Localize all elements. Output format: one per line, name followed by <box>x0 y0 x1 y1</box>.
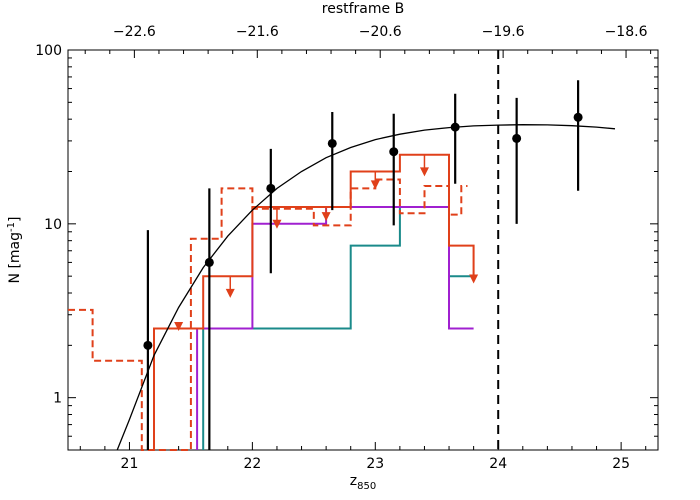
top-tick-label: −19.6 <box>482 24 525 40</box>
histograms <box>68 153 479 451</box>
upper-limit-arrow-head <box>370 180 380 190</box>
top-tick-label: −22.6 <box>113 24 156 40</box>
top-axis-title: restframe B <box>322 1 404 17</box>
upper-limit-arrow-head <box>321 212 331 222</box>
y-axis-title-end: ] <box>7 217 23 222</box>
x-axis-title: z850 <box>350 473 376 492</box>
fit-curve-group <box>116 124 616 451</box>
tick-labels: 21 22 23 24 25 −22.6 −21.6 −20.6 −19.6 −18.6 1 10 10… <box>35 24 647 472</box>
x-tick-label: 21 <box>121 456 139 472</box>
data-point <box>389 147 399 157</box>
upper-limit-arrow-head <box>272 219 282 229</box>
y-axis-title-sup: -1 <box>6 222 17 232</box>
x-tick-label: 23 <box>366 456 384 472</box>
upper-limit-arrow-head <box>225 288 235 298</box>
data-point <box>450 122 460 132</box>
data-point <box>143 340 153 350</box>
data-point <box>204 257 214 267</box>
y-tick-label: 100 <box>35 43 62 59</box>
upper-limit-arrow-head <box>469 274 479 284</box>
y-tick-label: 1 <box>53 391 62 407</box>
data-point <box>266 183 276 193</box>
x-axis-title-main: z <box>350 473 357 489</box>
upper-limit-arrow-head <box>419 167 429 177</box>
top-tick-label: −20.6 <box>359 24 402 40</box>
data-points <box>143 80 583 450</box>
x-tick-label: 24 <box>489 456 507 472</box>
axis-ticks <box>68 49 658 451</box>
x-axis-title-sub: 850 <box>357 481 376 492</box>
orange-solid-histogram <box>153 153 475 450</box>
fit-curve <box>116 124 616 451</box>
y-axis-title: N [mag-1] <box>6 217 23 284</box>
y-tick-label: 10 <box>44 217 62 233</box>
data-point <box>512 133 522 143</box>
data-point <box>573 112 583 122</box>
plot-frame <box>67 49 659 451</box>
x-tick-label: 22 <box>243 456 261 472</box>
purple-histogram <box>196 206 474 450</box>
y-axis-title-main: N [mag <box>7 232 23 284</box>
top-tick-label: −18.6 <box>605 24 648 40</box>
x-tick-label: 25 <box>612 456 630 472</box>
orange-dashed-histogram <box>68 178 468 451</box>
upper-limit-arrow-head <box>174 322 184 332</box>
data-point <box>327 138 337 148</box>
top-tick-label: −21.6 <box>236 24 279 40</box>
